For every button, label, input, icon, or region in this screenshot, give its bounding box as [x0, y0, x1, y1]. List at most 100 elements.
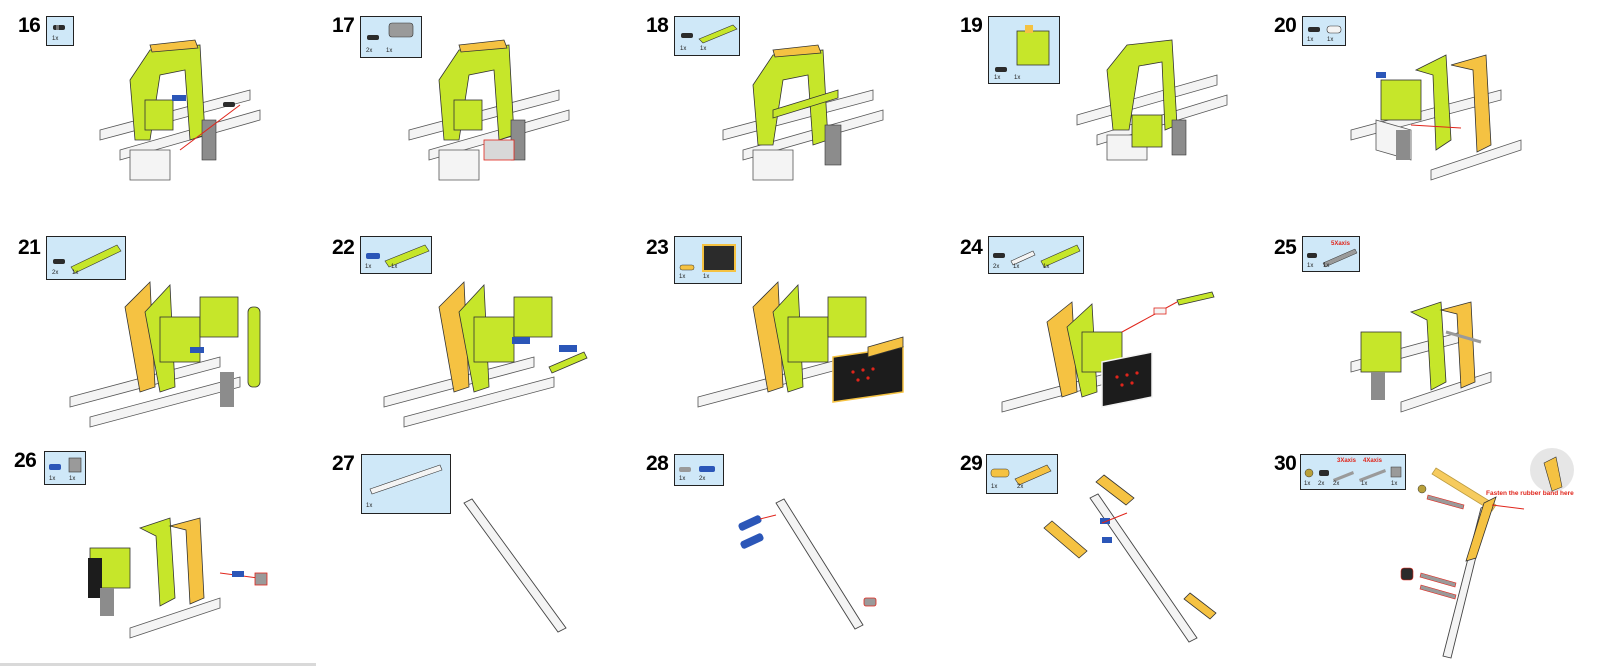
parts-box: 1x: [361, 454, 451, 514]
part-qty: 1x: [1391, 481, 1398, 487]
parts-icons: [990, 464, 1052, 486]
parts-icons: [681, 24, 738, 44]
assembly-illustration: [722, 44, 884, 181]
page-divider: [0, 663, 316, 666]
parts-icons: [1304, 466, 1402, 482]
part-qty: 1x: [703, 274, 710, 280]
step-27: 27 1x: [314, 443, 634, 666]
parts-box: 1x 1x: [360, 236, 432, 274]
part-qty: 2x: [1333, 481, 1340, 487]
part-qty: 1x: [1361, 481, 1368, 487]
parts-box: 5Xaxis 1x 1x: [1302, 236, 1360, 272]
assembly-illustration: [99, 39, 261, 181]
part-qty: 1x: [1013, 264, 1020, 270]
part-qty: 1x: [700, 46, 707, 52]
step-number: 20: [1274, 14, 1297, 37]
assembly-illustration: [1350, 54, 1522, 181]
step-number: 27: [332, 452, 355, 475]
part-qty: 1x: [1014, 75, 1021, 81]
axle-length-note: 5Xaxis: [1331, 241, 1351, 247]
assembly-illustration: [1001, 291, 1215, 413]
step-number: 18: [646, 14, 669, 37]
part-qty: 2x: [699, 476, 706, 482]
parts-icons: [679, 244, 736, 272]
part-qty: 1x: [679, 274, 686, 280]
beam-icon: [369, 464, 443, 495]
step-28: 28 1x 2x: [628, 443, 948, 666]
step-number: 28: [646, 452, 669, 475]
step-22: 22 1x 1x: [314, 222, 634, 445]
step-21: 21 2x 1x: [0, 222, 320, 445]
parts-box: 1x 2x: [986, 454, 1058, 494]
part-qty: 1x: [994, 75, 1001, 81]
assembly-illustration: [408, 39, 570, 181]
part-qty: 2x: [1017, 484, 1024, 490]
parts-icons: [995, 25, 1050, 72]
step-number: 21: [18, 236, 41, 259]
parts-box: 2x 1x 1x: [988, 236, 1084, 274]
parts-icons: [679, 466, 715, 472]
step-19: 19 1x 1x: [942, 0, 1262, 223]
parts-box: 3Xaxis 4Xaxis 1x 2x 2x 1x 1x: [1300, 454, 1406, 490]
step-30: 30 3Xaxis 4Xaxis 1x 2x 2x 1x 1x Fasten t…: [1256, 443, 1576, 666]
part-qty: 1x: [991, 484, 998, 490]
part-qty: 1x: [366, 503, 373, 509]
part-qty: 1x: [365, 264, 372, 270]
part-qty: 1x: [72, 270, 79, 276]
part-qty: 1x: [679, 476, 686, 482]
part-qty: 2x: [993, 264, 1000, 270]
step-23: 23 1x 1x: [628, 222, 948, 445]
rubber-band-callout: Fasten the rubber band here: [1486, 490, 1574, 497]
assembly-illustration: [738, 498, 877, 630]
part-qty: 1x: [49, 476, 56, 482]
assembly-illustration: [383, 281, 588, 428]
step-number: 25: [1274, 236, 1297, 259]
assembly-illustration: [1076, 39, 1228, 161]
part-qty: 1x: [1304, 481, 1311, 487]
axle-length-note: 4Xaxis: [1363, 458, 1383, 464]
part-qty: 1x: [69, 476, 76, 482]
step-number: 16: [18, 14, 41, 37]
part-qty: 1x: [1307, 37, 1314, 43]
step-17: 17 2x 1x: [314, 0, 634, 223]
parts-icons: [993, 244, 1081, 268]
parts-icons: [49, 457, 82, 473]
part-qty: 1x: [1307, 263, 1314, 269]
part-qty: 2x: [1318, 481, 1325, 487]
part-qty: 1x: [1043, 264, 1050, 270]
step-29: 29 1x 2x: [942, 443, 1262, 666]
step-16: 16 1x: [0, 0, 320, 223]
parts-box: 1x 2x: [674, 454, 724, 486]
part-qty: 1x: [1327, 37, 1334, 43]
part-qty: 2x: [366, 48, 373, 54]
step-24: 24 2x 1x 1x: [942, 222, 1262, 445]
step-number: 23: [646, 236, 669, 259]
parts-icons: [366, 244, 430, 268]
assembly-illustration: [697, 281, 904, 408]
step-number: 26: [14, 449, 37, 472]
assembly-illustration: [1350, 301, 1492, 413]
step-20: 20 1x 1x: [1256, 0, 1576, 223]
parts-box: 1x: [46, 16, 74, 46]
parts-box: 1x 1x: [1302, 16, 1346, 46]
parts-box: 2x 1x: [46, 236, 126, 280]
part-qty: 1x: [680, 46, 687, 52]
parts-box: 2x 1x: [360, 16, 422, 58]
step-18: 18 1x 1x: [628, 0, 948, 223]
part-qty: 2x: [52, 270, 59, 276]
parts-box: 1x 1x: [44, 451, 86, 485]
parts-icons: [1307, 248, 1358, 268]
part-qty: 1x: [391, 264, 398, 270]
step-number: 17: [332, 14, 355, 37]
parts-icons: [1308, 25, 1342, 34]
assembly-illustration: [463, 498, 567, 633]
assembly-illustration: [1043, 474, 1217, 643]
step-number: 30: [1274, 452, 1297, 475]
part-qty: 1x: [1323, 263, 1330, 269]
step-26: 26 1x 1x: [0, 443, 320, 666]
part-qty: 1x: [52, 36, 59, 42]
step-number: 22: [332, 236, 355, 259]
step-25: 25 5Xaxis 1x 1x: [1256, 222, 1576, 445]
parts-box: 1x 1x: [674, 16, 740, 56]
step-number: 24: [960, 236, 983, 259]
